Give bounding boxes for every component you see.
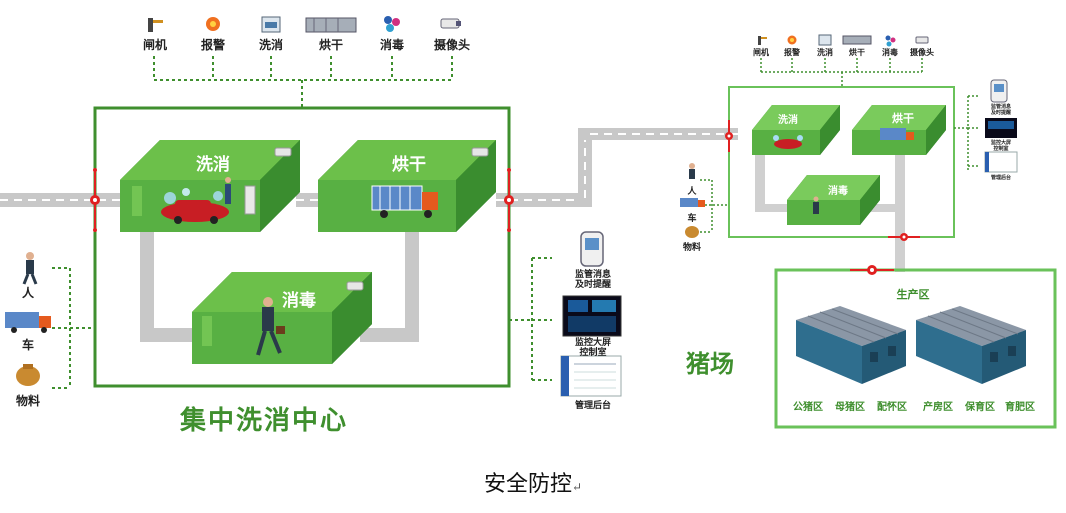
figure-caption: 安全防控↵ <box>0 466 1066 498</box>
center-title: 集中洗消中心 <box>180 406 349 436</box>
device-label-gate: 闸机 <box>142 38 167 52</box>
camera-icon <box>915 36 929 44</box>
road-main <box>0 128 905 342</box>
dryer-icon <box>842 35 872 45</box>
device-label-wash: 洗消 <box>817 48 833 57</box>
dryer-icon <box>305 17 357 33</box>
zone-label: 配怀区 <box>877 402 907 413</box>
room-title-wash: 洗消 <box>778 115 798 126</box>
zone-label: 公猪区 <box>793 402 823 413</box>
device-label-disinfect: 消毒 <box>379 38 404 52</box>
gate-icon <box>850 265 894 275</box>
admin-backend-icon <box>560 355 622 397</box>
wash-machine-icon <box>818 34 832 46</box>
device-label-camera: 摄像头 <box>910 48 934 57</box>
room-dry <box>318 140 496 232</box>
disinfect-icon <box>384 16 400 32</box>
input-connector <box>700 179 729 233</box>
truck-icon <box>680 198 705 207</box>
monitor-label-screen: 监控大屏 控制室 <box>990 140 1011 152</box>
gate-machine-icon <box>758 36 767 45</box>
alarm-icon <box>206 17 220 31</box>
monitor-screen-icon <box>985 118 1017 138</box>
input-label-material: 物料 <box>682 243 701 253</box>
room-title-dry: 烘干 <box>892 112 914 125</box>
farm-wash-boundary <box>728 86 955 238</box>
room-title-disinfect: 消毒 <box>828 186 848 197</box>
gate-icon <box>90 168 100 232</box>
zone-label: 母猪区 <box>835 402 865 413</box>
room-wash <box>120 140 300 232</box>
input-label-vehicle: 车 <box>21 338 34 352</box>
device-label-alarm: 报警 <box>784 48 800 57</box>
device-label-dry: 烘干 <box>849 48 865 57</box>
gate-machine-icon <box>148 18 163 32</box>
room-wash <box>752 105 840 155</box>
zone-label: 育肥区 <box>1005 402 1035 413</box>
room-dry <box>852 105 946 155</box>
input-label-vehicle: 车 <box>687 214 697 224</box>
gate-icon <box>888 233 920 241</box>
wash-machine-icon <box>261 16 281 33</box>
room-disinfect <box>787 175 880 225</box>
gate-icon <box>504 168 514 232</box>
production-boundary <box>774 268 1057 429</box>
device-connector <box>760 58 923 87</box>
device-label-disinfect: 消毒 <box>882 48 898 57</box>
center-boundary <box>93 106 511 388</box>
farm-title: 猪场 <box>686 350 734 378</box>
monitor-label-admin: 管理后台 <box>990 175 1011 181</box>
input-label-material: 物料 <box>15 394 40 408</box>
person-icon <box>22 252 38 285</box>
caption-text: 安全防控 <box>483 472 572 497</box>
zone-label: 保育区 <box>965 402 995 413</box>
truck-icon <box>5 312 51 333</box>
device-label-wash: 洗消 <box>258 38 283 52</box>
admin-backend-icon <box>984 151 1018 173</box>
phone-icon <box>580 231 604 267</box>
person-icon <box>689 163 695 179</box>
monitor-label-alert: 监管消息 及时提醒 <box>574 270 611 290</box>
barn-icon <box>796 306 906 384</box>
phone-icon <box>990 79 1008 103</box>
device-label-camera: 摄像头 <box>433 38 470 52</box>
feed-bag-icon <box>685 226 699 238</box>
alarm-icon <box>787 35 797 45</box>
device-label-alarm: 报警 <box>200 38 225 52</box>
input-label-person: 人 <box>21 286 34 300</box>
monitor-label-admin: 管理后台 <box>574 401 611 411</box>
monitor-label-screen: 监控大屏 控制室 <box>574 338 611 358</box>
barn-icon <box>916 306 1026 384</box>
input-connector <box>52 267 95 389</box>
zone-label: 产房区 <box>923 402 953 413</box>
room-disinfect <box>192 272 372 364</box>
monitor-connector <box>954 95 980 170</box>
return-mark-icon: ↵ <box>571 480 583 494</box>
device-connector <box>153 56 453 108</box>
room-title-dry: 烘干 <box>392 155 426 175</box>
monitor-screen-icon <box>562 295 622 337</box>
camera-icon <box>440 18 461 29</box>
room-title-wash: 洗消 <box>196 155 230 175</box>
production-title: 生产区 <box>896 288 930 301</box>
gate-icon <box>725 120 733 152</box>
monitor-connector <box>509 257 552 381</box>
device-label-gate: 闸机 <box>753 48 769 57</box>
disinfect-icon <box>885 35 896 47</box>
device-label-dry: 烘干 <box>318 38 343 52</box>
room-title-disinfect: 消毒 <box>282 291 316 311</box>
input-label-person: 人 <box>687 187 697 197</box>
monitor-label-alert: 监管消息 及时提醒 <box>990 104 1011 116</box>
feed-bag-icon <box>16 364 40 386</box>
